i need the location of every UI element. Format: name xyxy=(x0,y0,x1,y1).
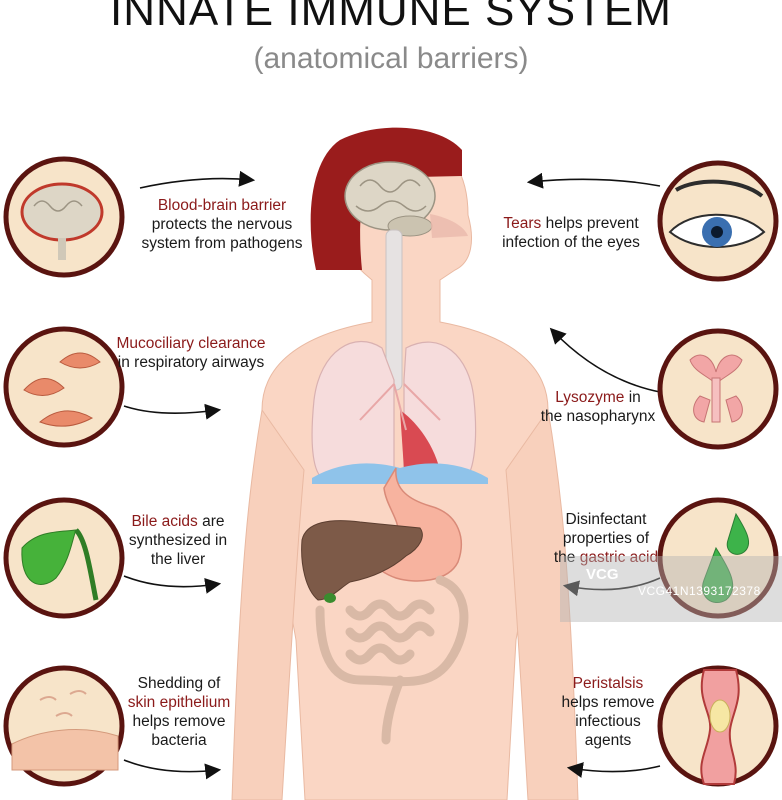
label-lysozyme-text: the nasopharynx xyxy=(540,408,656,425)
label-gastric-highlight: gastric acid xyxy=(579,549,659,566)
circle-mucociliary xyxy=(3,326,125,448)
label-bile-text: synthesized in the liver xyxy=(128,532,228,568)
label-lysozyme-inline: in xyxy=(624,389,641,406)
watermark-logo: VCG xyxy=(586,566,619,583)
label-tears-text: infection of the eyes xyxy=(502,234,640,251)
label-gastric: Disinfectant properties of the gastric a… xyxy=(552,510,660,567)
label-lysozyme-highlight: Lysozyme xyxy=(555,389,625,406)
label-blood-brain: Blood-brain barrier protects the nervous… xyxy=(134,196,310,253)
label-skin-text: helps remove bacteria xyxy=(132,713,226,749)
circle-lysozyme xyxy=(657,328,779,450)
label-peristalsis-text: helps remove infectious agents xyxy=(561,694,655,749)
hair-shape xyxy=(310,127,462,270)
label-skin-pre: Shedding of xyxy=(137,675,221,692)
label-mucociliary-highlight: Mucociliary clearance xyxy=(116,335,266,352)
circle-skin xyxy=(3,665,125,787)
arrow-mucociliary xyxy=(123,403,222,420)
label-bile: Bile acids are synthesized in the liver xyxy=(122,512,234,569)
label-skin: Shedding of skin epithelium helps remove… xyxy=(120,674,238,750)
label-lysozyme: Lysozyme in the nasopharynx xyxy=(540,388,656,426)
watermark: VCG VCG41N1393172378 xyxy=(560,556,782,622)
label-peristalsis-highlight: Peristalsis xyxy=(572,675,644,692)
liver-organ xyxy=(301,520,423,601)
label-peristalsis: Peristalsis helps remove infectious agen… xyxy=(550,674,666,750)
arrow-tears xyxy=(526,172,661,189)
circle-gastric xyxy=(657,497,779,619)
arrows xyxy=(123,170,661,780)
intestines-organ xyxy=(315,575,469,745)
page-subtitle: (anatomical barriers) xyxy=(253,42,529,75)
arrow-blood-brain xyxy=(139,170,256,189)
label-skin-highlight: skin epithelium xyxy=(127,694,231,711)
label-bile-inline: are xyxy=(197,513,225,530)
label-bile-highlight: Bile acids xyxy=(131,513,198,530)
lungs-organ xyxy=(311,340,477,479)
circle-blood-brain xyxy=(3,156,125,278)
arrow-lysozyme xyxy=(549,327,661,393)
label-tears: Tears helps prevent infection of the eye… xyxy=(494,214,648,252)
label-tears-highlight: Tears xyxy=(503,215,542,232)
watermark-text: VCG41N1393172378 xyxy=(638,584,761,598)
arrow-bile xyxy=(123,575,222,594)
label-tears-inline: helps prevent xyxy=(541,215,639,232)
arrow-skin xyxy=(123,759,222,780)
diaphragm xyxy=(312,463,488,484)
label-gastric-inline: the xyxy=(553,549,580,566)
circle-bile xyxy=(3,497,125,619)
label-mucociliary-text: in respiratory airways xyxy=(117,354,265,371)
circle-peristalsis xyxy=(657,665,779,787)
label-blood-brain-highlight: Blood-brain barrier xyxy=(157,197,287,214)
page-title: INNATE IMMUNE SYSTEM xyxy=(110,0,672,35)
arrow-peristalsis xyxy=(566,762,661,778)
label-mucociliary: Mucociliary clearance in respiratory air… xyxy=(108,334,274,372)
label-gastric-pre: Disinfectant properties of xyxy=(562,511,650,547)
label-blood-brain-text: protects the nervous system from pathoge… xyxy=(141,216,303,252)
circle-tears xyxy=(657,160,779,282)
arrow-gastric xyxy=(562,577,661,597)
